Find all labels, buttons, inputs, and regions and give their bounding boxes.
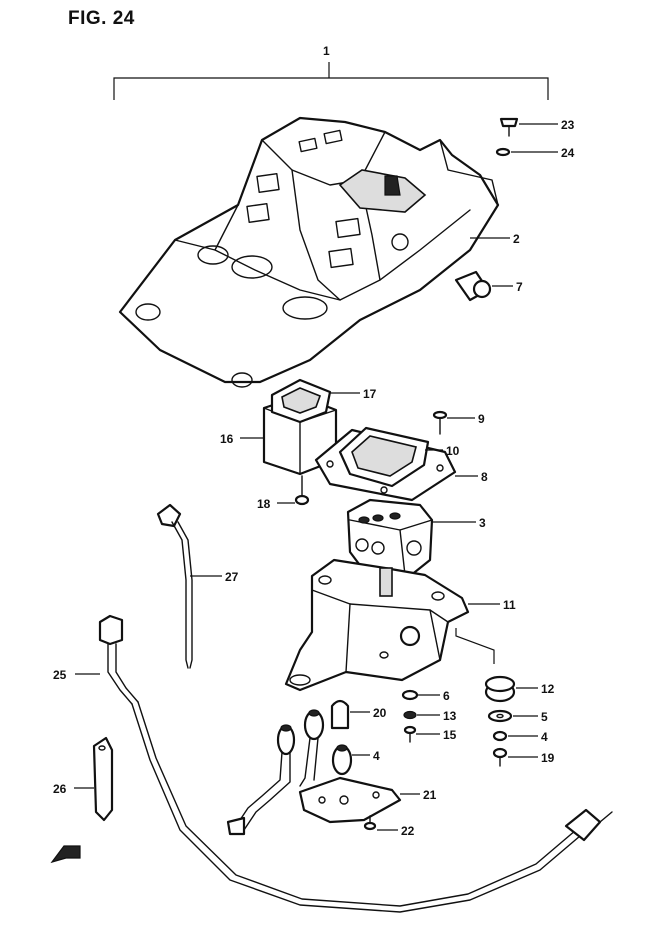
assembly-bracket [113,62,549,100]
svg-text:12: 12 [541,682,555,696]
svg-text:6: 6 [443,689,450,703]
svg-text:17: 17 [363,387,377,401]
svg-text:7: 7 [516,280,523,294]
svg-text:4: 4 [541,730,548,744]
svg-text:3: 3 [479,516,486,530]
svg-text:22: 22 [401,824,415,838]
svg-text:18: 18 [257,497,271,511]
svg-text:20: 20 [373,706,387,720]
svg-text:13: 13 [443,709,457,723]
svg-text:19: 19 [541,751,555,765]
svg-text:10: 10 [446,444,460,458]
cable-clamp-part-26: 26 [53,736,114,822]
svg-text:25: 25 [53,668,67,682]
callout-2: 2 [470,232,520,246]
svg-text:15: 15 [443,728,457,742]
washer-part-15: 4 [492,730,548,744]
grommet-part-7: 7 [454,270,523,302]
screw-part-18: 18 [257,475,310,511]
svg-text:5: 5 [541,710,548,724]
wiring-harness [226,737,319,836]
figure-title: FIG. 24 [68,8,135,29]
lamp-wire-part-27: 27 [156,503,239,669]
washer-part-5: 13 [403,709,457,723]
seal-part-10: 10 [338,426,460,488]
svg-text:26: 26 [53,782,67,796]
svg-text:23: 23 [561,118,575,132]
bolt-part-14: 19 [492,747,555,767]
svg-text:4: 4 [373,749,380,763]
socket-plate-part-21: 21 [298,776,437,824]
screw-part-4: 15 [403,725,457,743]
svg-text:8: 8 [481,470,488,484]
washer-part-24: 24 [495,146,575,160]
bulb-socket-part-19: 4 [276,709,380,776]
nut-part-6: 6 [401,689,450,703]
svg-text:16: 16 [220,432,234,446]
rubber-boot-part-17: 17 [270,378,377,424]
svg-text:2: 2 [513,232,520,246]
screw-part-22: 22 [363,815,415,838]
front-direction-arrow-icon [50,845,81,864]
switch-assembly-part-3: 3 [346,498,486,578]
handlebar-cover-part [118,116,500,388]
screw-part-23: 23 [499,117,575,137]
svg-text:27: 27 [225,570,239,584]
callout-1: 1 [323,44,330,58]
washer-part-13: 5 [487,709,548,724]
svg-text:9: 9 [478,412,485,426]
speedometer-cable-part-25: 25 [53,614,613,913]
switch-case-part-11: 11 [284,558,516,692]
svg-text:24: 24 [561,146,575,160]
svg-text:11: 11 [503,598,516,612]
svg-text:1: 1 [323,44,330,58]
screw-part-9: 9 [432,410,485,435]
svg-text:21: 21 [423,788,437,802]
cap-part-20: 20 [330,699,387,730]
damper-part-12: 12 [484,675,555,703]
